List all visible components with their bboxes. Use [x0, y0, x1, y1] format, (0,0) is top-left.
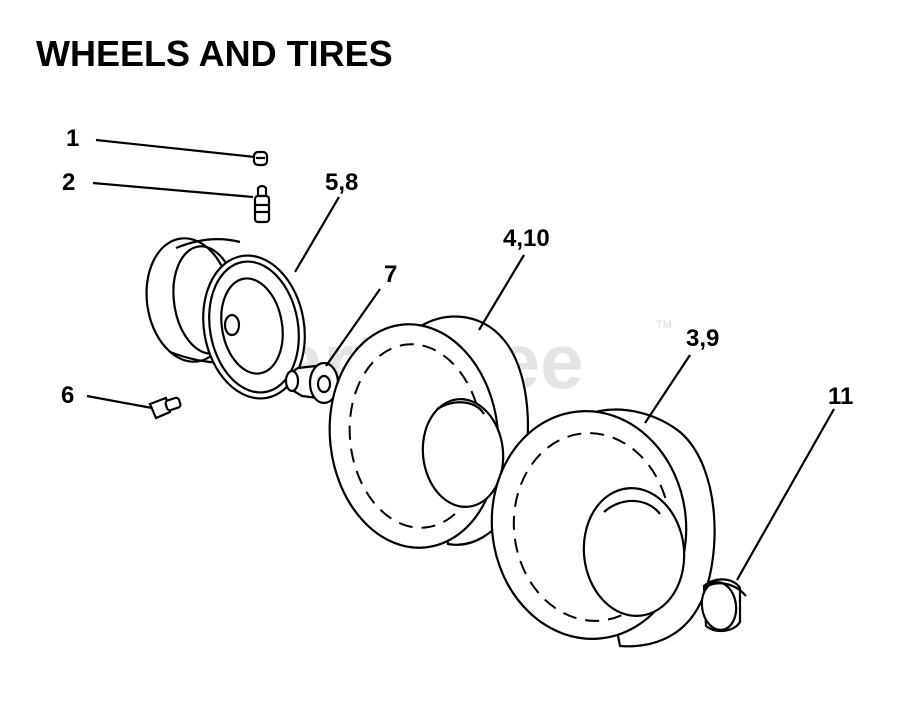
- watermark-trademark: TM: [656, 319, 672, 331]
- part-tire-front: [328, 315, 530, 549]
- page-title: WHEELS AND TIRES: [36, 33, 393, 74]
- leader-line-6: [86, 394, 153, 410]
- part-hub-cap: [700, 578, 747, 632]
- part-wheel-rim: [145, 237, 306, 400]
- callout-labels: 1 2 5,8 7 4,10 3,9 6 11: [61, 125, 853, 410]
- callout-1: 1: [66, 125, 79, 152]
- part-tire-rear: [490, 408, 716, 648]
- leader-line-5-8: [294, 196, 340, 273]
- leader-line-1: [95, 138, 256, 159]
- leader-line-3-9: [644, 354, 691, 424]
- part-valve-cap: [252, 150, 269, 167]
- leader-line-4-10: [478, 254, 525, 331]
- leader-line-2: [92, 181, 254, 199]
- callout-4-10: 4,10: [503, 225, 550, 252]
- part-grease-fitting: [148, 396, 182, 420]
- leader-line-11: [736, 408, 835, 581]
- callout-3-9: 3,9: [686, 325, 719, 352]
- callout-6: 6: [61, 382, 74, 409]
- callout-11: 11: [828, 383, 853, 410]
- callout-7: 7: [384, 261, 397, 288]
- callout-2: 2: [62, 169, 75, 196]
- part-bushing: [284, 361, 340, 405]
- leader-lines: [86, 138, 835, 581]
- part-valve-stem: [253, 184, 271, 224]
- callout-5-8: 5,8: [325, 169, 358, 196]
- leader-line-7: [325, 288, 381, 367]
